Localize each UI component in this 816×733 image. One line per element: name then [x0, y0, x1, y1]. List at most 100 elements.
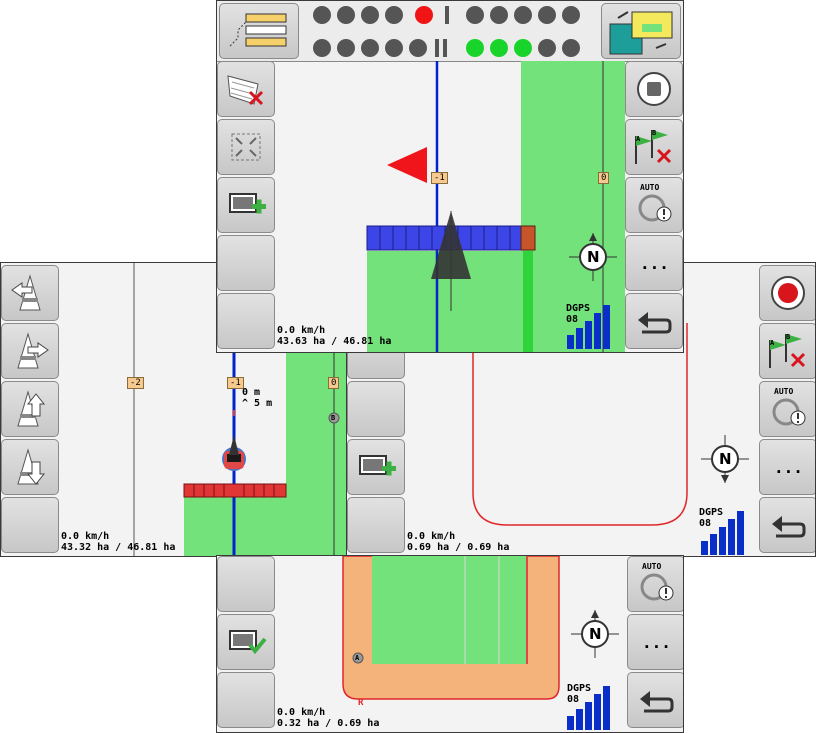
autosteer-button[interactable]: AUTO — [625, 177, 683, 233]
ab-label-a: A — [636, 135, 641, 143]
ab-label-a: A — [770, 339, 775, 347]
section-indicator — [337, 6, 355, 24]
section-indicator — [313, 6, 331, 24]
steering-wheel-icon — [638, 194, 672, 222]
section-indicator — [538, 6, 556, 24]
record-button[interactable] — [759, 265, 815, 321]
section-indicator — [361, 6, 379, 24]
empty-button[interactable] — [1, 497, 59, 553]
empty-button[interactable] — [217, 293, 275, 349]
empty-button[interactable] — [217, 672, 275, 728]
field-boundary — [472, 323, 688, 526]
confirm-field-button[interactable] — [217, 614, 275, 670]
back-button[interactable] — [759, 497, 815, 553]
steering-wheel-icon — [772, 398, 806, 426]
delete-ab-line-button[interactable]: A B — [759, 323, 815, 379]
section-indicator — [490, 6, 508, 24]
more-icon: ... — [642, 633, 671, 652]
add-field-button[interactable] — [347, 439, 405, 495]
shift-line-right-button[interactable] — [1, 323, 59, 379]
stop-icon — [637, 72, 671, 106]
line-marker-minus1: -1 — [227, 377, 244, 389]
distance-readout: 0 m ^ 5 m — [242, 387, 273, 409]
delete-ab-line-button[interactable]: A B — [625, 119, 683, 175]
section-indicator — [466, 39, 484, 57]
shift-line-back-button[interactable] — [1, 439, 59, 495]
autosteer-button[interactable]: AUTO — [627, 556, 683, 612]
gps-status: DGPS 08 — [699, 507, 724, 529]
back-button[interactable] — [625, 293, 683, 349]
point-b-marker — [328, 412, 340, 424]
compass-label: N — [589, 625, 602, 643]
section-indicator — [538, 39, 556, 57]
section-separator — [435, 39, 439, 57]
empty-button[interactable] — [217, 556, 275, 612]
section-indicator — [514, 39, 532, 57]
speed-area-readout: 0.0 km/h 43.32 ha / 46.81 ha — [61, 531, 176, 553]
tractor-icon — [222, 435, 246, 471]
worked-area — [372, 556, 528, 664]
bottom-map-canvas — [342, 556, 619, 730]
cone-down-icon — [17, 448, 46, 485]
shift-line-left-button[interactable] — [1, 265, 59, 321]
line-marker-minus1: -1 — [431, 172, 448, 184]
section-indicator — [514, 6, 532, 24]
section-layout-icon — [229, 13, 287, 47]
signal-strength-icon — [701, 511, 744, 555]
section-indicator — [562, 6, 580, 24]
section-control-icon — [609, 11, 673, 55]
speed-area-readout: 0.0 km/h 0.69 ha / 0.69 ha — [407, 531, 510, 553]
more-button[interactable]: ... — [759, 439, 815, 495]
delete-area-icon — [227, 75, 264, 106]
point-r-label: R — [358, 698, 364, 708]
section-layout-button[interactable] — [219, 3, 299, 59]
section-bar-red — [183, 483, 287, 498]
compass-icon — [569, 233, 617, 281]
cone-right-icon — [17, 332, 49, 369]
right-map-canvas — [472, 323, 749, 555]
back-arrow-icon — [640, 691, 674, 713]
point-a-label: A — [355, 654, 360, 662]
section-indicator — [337, 39, 355, 57]
more-button[interactable]: ... — [625, 235, 683, 291]
signal-strength-icon — [567, 686, 610, 730]
section-control-button[interactable] — [601, 3, 681, 59]
cone-up-icon — [17, 390, 46, 427]
back-button[interactable] — [627, 672, 683, 728]
section-status-row-2 — [313, 39, 593, 59]
delete-area-button[interactable] — [217, 61, 275, 117]
shift-line-forward-button[interactable] — [1, 381, 59, 437]
back-arrow-icon — [638, 312, 672, 334]
stop-recording-button[interactable] — [625, 61, 683, 117]
auto-label: AUTO — [640, 183, 660, 192]
section-indicator — [313, 39, 331, 57]
auto-label: AUTO — [642, 562, 662, 571]
more-button[interactable]: ... — [627, 614, 683, 670]
section-indicator — [385, 39, 403, 57]
zoom-extents-button[interactable] — [217, 119, 275, 175]
empty-button[interactable] — [347, 497, 405, 553]
section-indicator — [385, 6, 403, 24]
heading-flag-icon — [387, 147, 427, 183]
section-indicator — [415, 6, 433, 24]
compass-icon — [571, 610, 619, 658]
auto-label: AUTO — [774, 387, 794, 396]
section-separator — [445, 6, 449, 24]
ab-line-delete-icon — [635, 130, 672, 164]
line-marker-zero: 0 — [598, 172, 610, 184]
section-indicator — [562, 39, 580, 57]
section-indicator — [490, 39, 508, 57]
section-separator — [443, 39, 447, 57]
section-status-row-1 — [313, 6, 593, 26]
empty-button[interactable] — [217, 235, 275, 291]
vehicle-arrow-icon — [431, 211, 471, 311]
add-screen-icon — [359, 455, 396, 476]
map-view-button[interactable] — [347, 381, 405, 437]
autosteer-button[interactable]: AUTO — [759, 381, 815, 437]
add-field-button[interactable] — [217, 177, 275, 233]
top-map-canvas — [366, 61, 625, 352]
cone-left-icon — [11, 274, 41, 311]
speed-area-readout: 0.0 km/h 43.63 ha / 46.81 ha — [277, 325, 392, 347]
record-icon — [771, 276, 805, 310]
ab-line-delete-icon — [769, 334, 806, 368]
